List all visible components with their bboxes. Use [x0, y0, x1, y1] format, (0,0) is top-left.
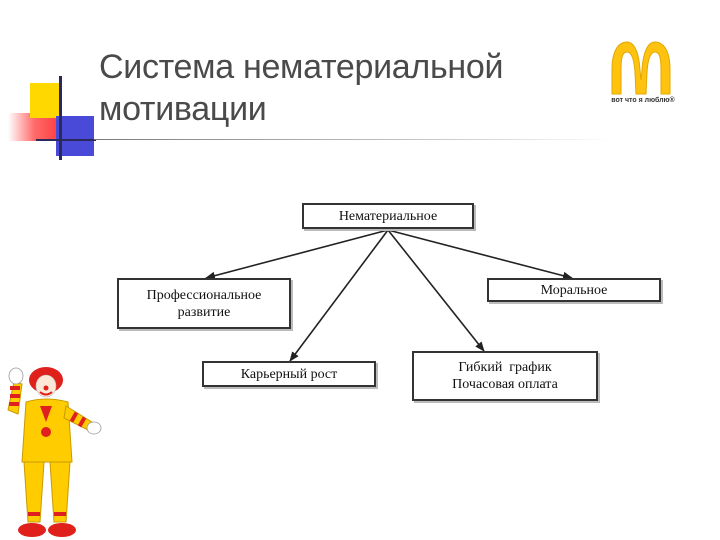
slide-title: Система нематериальной мотивации	[99, 46, 579, 130]
decorative-horizontal-line	[36, 139, 96, 141]
node-root: Нематериальное	[302, 203, 474, 229]
decorative-yellow-square	[30, 83, 62, 118]
slide-title-line-1: Система нематериальной	[99, 48, 504, 86]
mcdonalds-logo: вот что я люблю®	[598, 40, 688, 115]
title-underline	[94, 139, 614, 140]
arrow-to-career	[289, 229, 389, 362]
arrow-to-prof	[205, 229, 389, 280]
arrow-to-moral	[387, 229, 573, 280]
decorative-blue-square	[56, 116, 94, 156]
node-career-growth: Карьерный рост	[202, 361, 376, 387]
node-flex-line-1: Гибкий график	[458, 360, 552, 375]
node-prof-line-1: Профессиональное	[146, 287, 262, 303]
node-flex-line-2: Почасовая оплата	[452, 377, 558, 392]
node-moral-label: Моральное	[540, 282, 608, 298]
decorative-vertical-line	[59, 76, 62, 160]
node-professional-development: Профессиональное развитие	[117, 278, 291, 329]
golden-arches-icon	[611, 41, 671, 95]
node-career-label: Карьерный рост	[240, 366, 338, 382]
node-flexible-schedule: Гибкий график Почасовая оплата	[412, 351, 598, 401]
arrow-to-flex	[387, 229, 485, 352]
ronald-mcdonald-mascot-icon	[7, 367, 102, 537]
node-moral: Моральное	[487, 278, 661, 302]
logo-slogan: вот что я люблю®	[611, 97, 675, 104]
node-root-label: Нематериальное	[338, 208, 438, 224]
slide-title-line-2: мотивации	[99, 90, 267, 128]
node-prof-line-2: развитие	[177, 304, 231, 320]
